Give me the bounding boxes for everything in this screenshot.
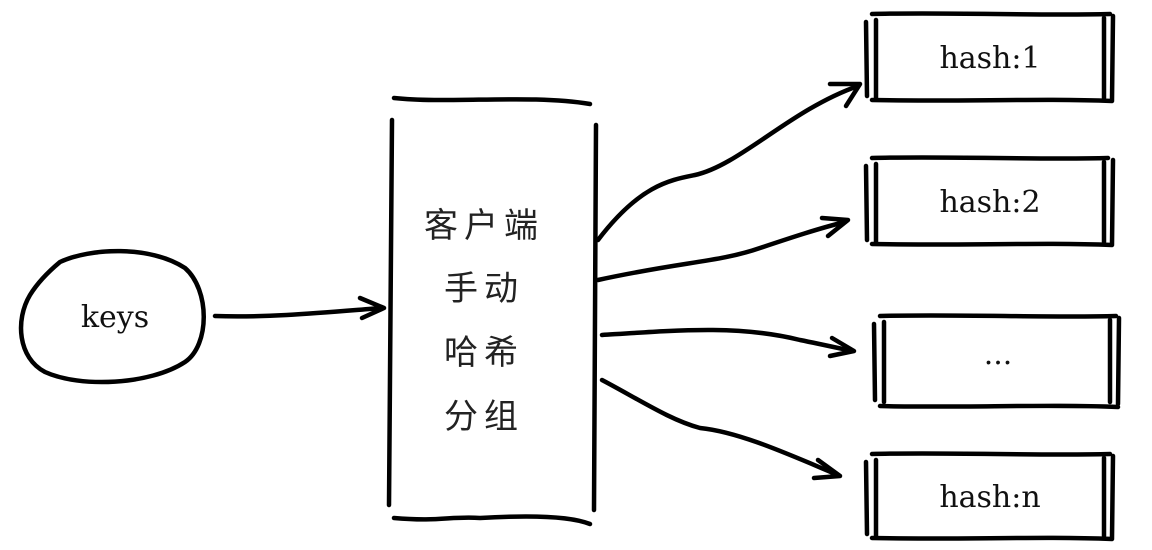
- processor-line-4: 分组: [444, 397, 524, 437]
- target-label: hash:n: [939, 480, 1040, 515]
- processor-bottom-edge: [391, 514, 593, 527]
- target-hash-1: hash:1: [863, 11, 1116, 104]
- arrow-to-hash-1: [595, 81, 863, 243]
- processor-node: 客户端 手动 哈希 分组: [386, 95, 599, 527]
- arrow-to-hash-2: [595, 215, 851, 283]
- keys-label: keys: [81, 300, 149, 335]
- target-hash-2: hash:2: [863, 155, 1116, 248]
- processor-line-1: 客户端: [424, 206, 544, 246]
- target-label: hash:1: [939, 41, 1040, 76]
- target-hash-n: hash:n: [863, 451, 1116, 542]
- processor-left-edge: [386, 117, 395, 508]
- arrow-to-ellipsis: [599, 327, 857, 359]
- processor-line-2: 手动: [444, 269, 524, 309]
- processor-top-edge: [391, 95, 593, 107]
- processor-line-3: 哈希: [444, 333, 524, 373]
- keys-node: keys: [18, 248, 206, 385]
- processor-right-edge: [591, 122, 599, 513]
- target-label: ...: [984, 337, 1013, 372]
- arrow-to-hash-n: [599, 377, 843, 481]
- target-ellipsis: ...: [871, 313, 1122, 410]
- keys-blob-outline: [18, 248, 206, 385]
- arrow-keys-to-processor: [212, 295, 387, 321]
- target-label: hash:2: [939, 185, 1040, 220]
